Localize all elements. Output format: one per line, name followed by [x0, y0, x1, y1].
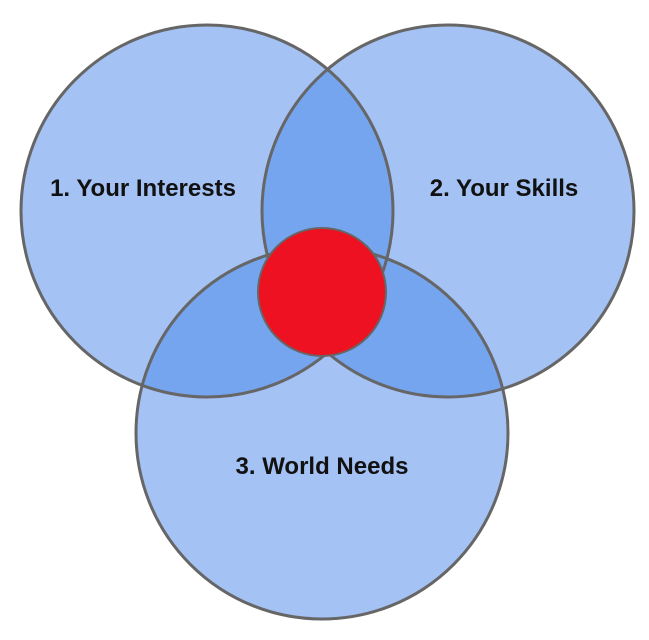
outline-skills — [260, 23, 636, 399]
center-red-dot — [257, 227, 387, 357]
label-skills: 2. Your Skills — [430, 175, 579, 202]
overlap-interests-needs — [136, 247, 393, 397]
label-interests: 1. Your Interests — [50, 175, 236, 202]
outline-interests — [19, 23, 395, 399]
label-world-needs: 3. World Needs — [236, 453, 409, 480]
overlap-skills-needs — [262, 247, 508, 397]
